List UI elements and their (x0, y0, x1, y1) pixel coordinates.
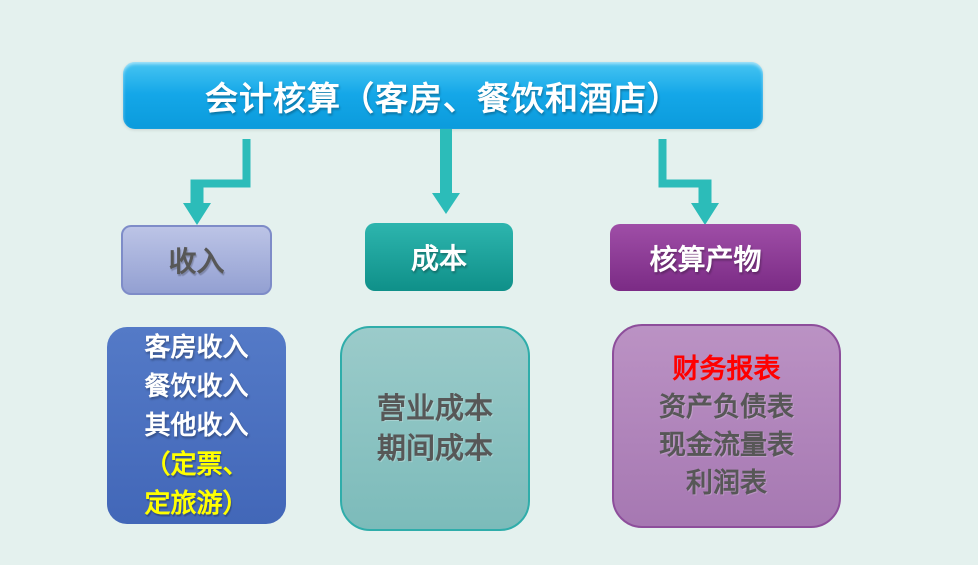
arrow-to-revenue (183, 139, 251, 225)
revenue-item-note: （定票、 (144, 449, 249, 479)
node-cost-detail: 营业成本 期间成本 (340, 326, 530, 531)
cost-header-label: 成本 (410, 243, 467, 274)
node-revenue-header: 收入 (121, 225, 272, 295)
title-text: 会计核算（客房、餐饮和酒店） (205, 79, 681, 117)
node-revenue-detail: 客房收入 餐饮收入 其他收入 （定票、 定旅游） (107, 327, 286, 524)
revenue-item: 其他收入 (144, 410, 249, 440)
output-item: 利润表 (686, 468, 767, 498)
revenue-item-note: 定旅游） (144, 488, 249, 518)
node-output-detail: 财务报表 资产负债表 现金流量表 利润表 (612, 324, 841, 528)
revenue-item: 餐饮收入 (144, 371, 249, 401)
arrow-to-cost (432, 129, 460, 214)
revenue-item: 客房收入 (144, 332, 249, 362)
title-node: 会计核算（客房、餐饮和酒店） (123, 62, 763, 129)
cost-item: 营业成本 (376, 392, 493, 425)
arrow-to-output (658, 139, 719, 225)
revenue-header-label: 收入 (168, 246, 225, 277)
output-header-label: 核算产物 (649, 243, 762, 275)
output-item: 资产负债表 (659, 392, 794, 422)
output-item-highlight: 财务报表 (672, 354, 781, 384)
output-item: 现金流量表 (659, 430, 794, 460)
node-cost-header: 成本 (365, 223, 513, 291)
cost-item: 期间成本 (376, 432, 493, 465)
node-output-header: 核算产物 (610, 224, 801, 291)
